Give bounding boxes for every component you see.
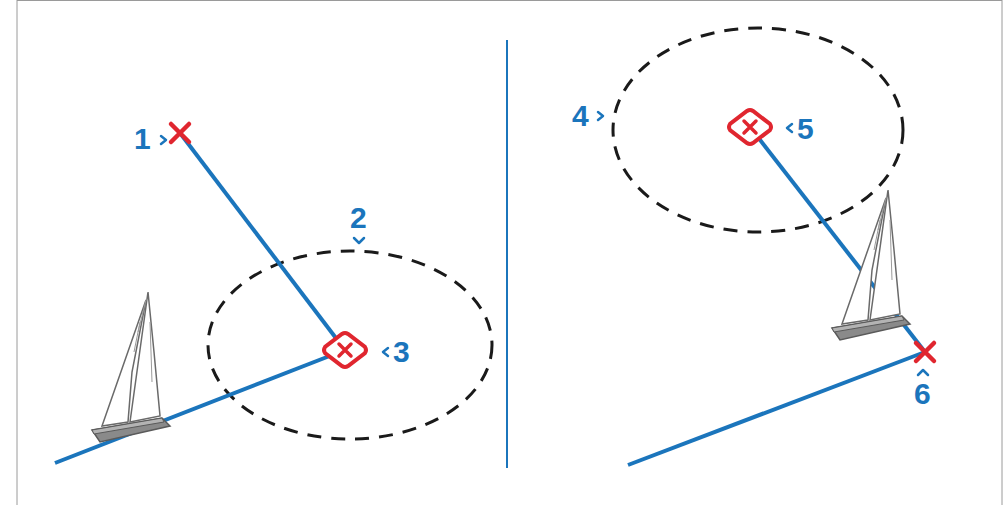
callout-number: 5 [797, 114, 814, 144]
sailboat [832, 190, 910, 340]
panel-divider [506, 40, 508, 468]
waypoint-marker [916, 343, 934, 361]
callout-number: 4 [572, 101, 589, 131]
active-waypoint [729, 110, 771, 144]
route-leg [628, 352, 925, 465]
waypoint-marker [171, 124, 189, 142]
route-leg [180, 133, 345, 350]
callout-number: 6 [914, 379, 931, 409]
route-leg [55, 350, 345, 463]
sailboat [92, 292, 170, 442]
route-leg [750, 127, 925, 352]
frame [17, 0, 1002, 505]
arrival-circle [208, 251, 492, 439]
arrival-circle [613, 28, 903, 232]
callout-number: 2 [350, 203, 367, 233]
callout-number: 1 [134, 124, 151, 154]
callout-pointer [161, 112, 928, 375]
callout-number: 3 [393, 337, 410, 367]
active-waypoint [324, 333, 366, 367]
